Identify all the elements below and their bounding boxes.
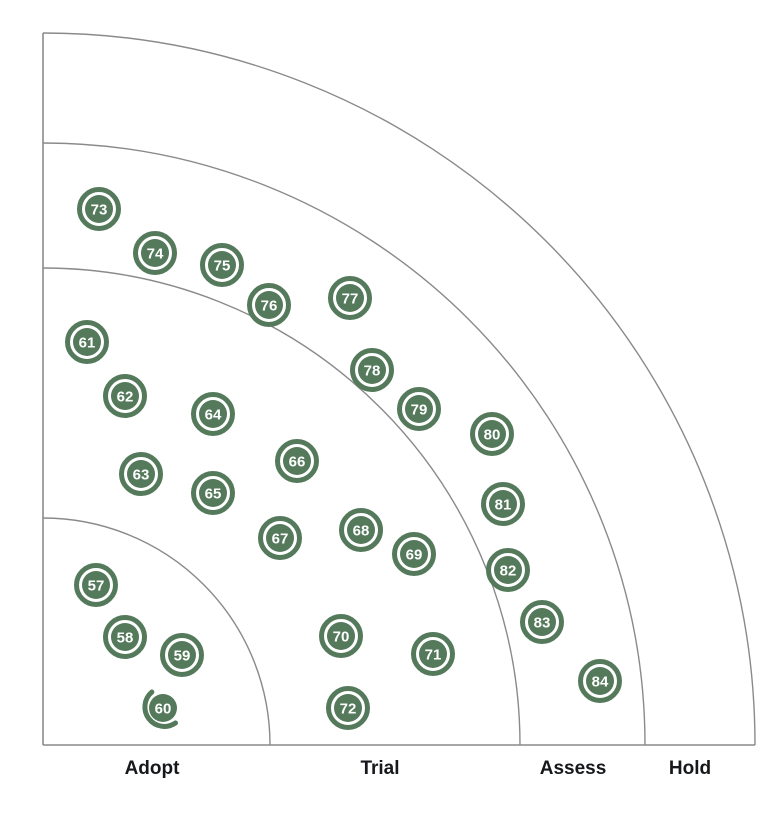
blip-disc-icon: [334, 694, 362, 722]
blip-disc-icon: [283, 447, 311, 475]
radar-blip-68[interactable]: 68: [339, 508, 383, 552]
blip-disc-icon: [208, 251, 236, 279]
blip-ring-icon: [74, 563, 118, 607]
radar-blip-59[interactable]: 59: [160, 633, 204, 677]
blip-ring-icon: [339, 508, 383, 552]
blip-disc-icon: [419, 640, 447, 668]
blip-ring-icon: [397, 387, 441, 431]
blip-disc-icon: [400, 540, 428, 568]
blip-ring-icon: [486, 548, 530, 592]
blip-disc-icon: [111, 623, 139, 651]
blip-disc-icon: [347, 516, 375, 544]
blip-disc-icon: [199, 400, 227, 428]
blip-ring-icon: [470, 412, 514, 456]
blip-ring-icon: [326, 686, 370, 730]
radar-blip-75[interactable]: 75: [200, 243, 244, 287]
radar-blip-60[interactable]: 60: [142, 689, 179, 729]
radar-blip-70[interactable]: 70: [319, 614, 363, 658]
blip-ring-icon: [133, 231, 177, 275]
blip-ring-icon: [411, 632, 455, 676]
blip-disc-icon: [199, 479, 227, 507]
blip-ring-icon: [119, 452, 163, 496]
radar-axis-layer: [42, 33, 755, 746]
blip-disc-icon: [494, 556, 522, 584]
blip-disc-icon: [255, 291, 283, 319]
radar-blip-83[interactable]: 83: [520, 600, 564, 644]
blip-disc-icon: [358, 356, 386, 384]
radar-blip-63[interactable]: 63: [119, 452, 163, 496]
blip-ring-icon: [350, 348, 394, 392]
blip-disc-icon: [149, 694, 177, 722]
radar-blip-82[interactable]: 82: [486, 548, 530, 592]
radar-blip-61[interactable]: 61: [65, 320, 109, 364]
ring-label-layer: Adopt Trial Assess Hold: [125, 758, 712, 779]
ring-arc-trial: [42, 267, 521, 746]
blip-ring-icon: [103, 615, 147, 659]
radar-blip-64[interactable]: 64: [191, 392, 235, 436]
blip-ring-icon: [578, 659, 622, 703]
radar-blip-58[interactable]: 58: [103, 615, 147, 659]
blip-ring-icon: [481, 482, 525, 526]
blip-disc-icon: [168, 641, 196, 669]
ring-label-trial[interactable]: Trial: [360, 758, 399, 779]
blip-disc-icon: [127, 460, 155, 488]
blip-disc-icon: [327, 622, 355, 650]
radar-blip-71[interactable]: 71: [411, 632, 455, 676]
radar-blip-74[interactable]: 74: [133, 231, 177, 275]
blip-ring-icon: [191, 471, 235, 515]
radar-blip-73[interactable]: 73: [77, 187, 121, 231]
blip-ring-icon: [520, 600, 564, 644]
blip-ring-icon: [65, 320, 109, 364]
radar-blip-79[interactable]: 79: [397, 387, 441, 431]
ring-arc-assess: [42, 142, 646, 746]
radar-blip-80[interactable]: 80: [470, 412, 514, 456]
blip-disc-icon: [336, 284, 364, 312]
ring-arc-hold: [42, 32, 756, 746]
blip-disc-icon: [489, 490, 517, 518]
ring-arc-layer: [42, 32, 756, 746]
radar-blip-57[interactable]: 57: [74, 563, 118, 607]
blip-disc-icon: [405, 395, 433, 423]
blip-ring-icon: [160, 633, 204, 677]
blip-ring-icon: [103, 374, 147, 418]
radar-blip-72[interactable]: 72: [326, 686, 370, 730]
radar-blip-62[interactable]: 62: [103, 374, 147, 418]
blip-disc-icon: [528, 608, 556, 636]
blip-ring-icon: [247, 283, 291, 327]
blip-disc-icon: [266, 524, 294, 552]
blip-ring-icon: [275, 439, 319, 483]
radar-blip-65[interactable]: 65: [191, 471, 235, 515]
radar-blip-66[interactable]: 66: [275, 439, 319, 483]
blip-ring-icon: [191, 392, 235, 436]
blip-disc-icon: [111, 382, 139, 410]
radar-blip-67[interactable]: 67: [258, 516, 302, 560]
blip-disc-icon: [82, 571, 110, 599]
ring-arc-adopt: [42, 517, 271, 746]
ring-label-assess[interactable]: Assess: [540, 758, 607, 779]
blip-disc-icon: [586, 667, 614, 695]
radar-blip-84[interactable]: 84: [578, 659, 622, 703]
radar-blip-78[interactable]: 78: [350, 348, 394, 392]
radar-blip-77[interactable]: 77: [328, 276, 372, 320]
blip-ring-icon: [328, 276, 372, 320]
blip-ring-icon: [392, 532, 436, 576]
radar-blip-69[interactable]: 69: [392, 532, 436, 576]
blip-disc-icon: [73, 328, 101, 356]
ring-label-adopt[interactable]: Adopt: [125, 758, 181, 779]
blip-disc-icon: [478, 420, 506, 448]
blip-partial-ring-icon: [142, 689, 179, 729]
blip-disc-icon: [85, 195, 113, 223]
blip-ring-icon: [77, 187, 121, 231]
radar-blip-76[interactable]: 76: [247, 283, 291, 327]
ring-label-hold[interactable]: Hold: [669, 758, 711, 779]
radar-blip-81[interactable]: 81: [481, 482, 525, 526]
blip-ring-icon: [200, 243, 244, 287]
blip-ring-icon: [258, 516, 302, 560]
blip-ring-icon: [319, 614, 363, 658]
blip-disc-icon: [141, 239, 169, 267]
